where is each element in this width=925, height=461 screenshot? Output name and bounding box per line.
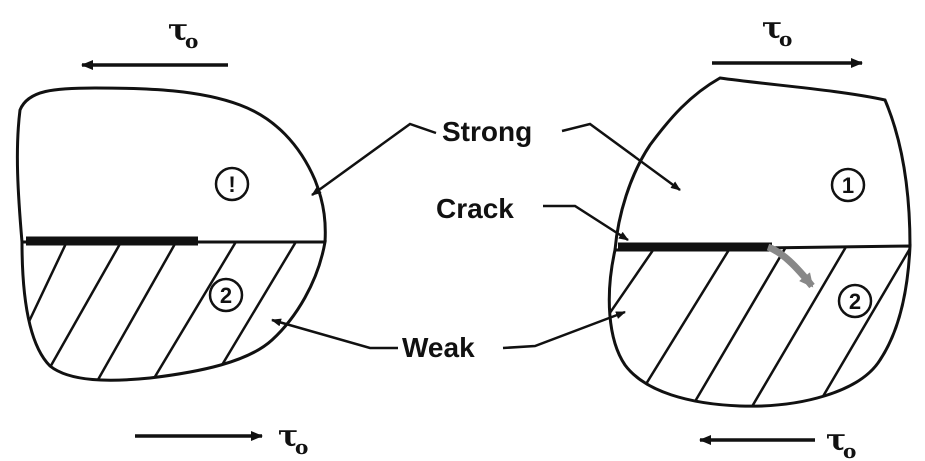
svg-text:!: ! (228, 172, 235, 197)
tau-symbol: τ (762, 11, 782, 46)
crack-deflection-arrow (766, 243, 815, 289)
label-weak: Weak (271, 310, 626, 363)
right-specimen: 1 2 (607, 76, 912, 408)
right-hatching (609, 246, 910, 407)
right-material-2-marker: 2 (837, 283, 873, 319)
tau-subscript: o (185, 29, 198, 53)
label-strong: Strong (311, 116, 681, 197)
tau-subscript: o (843, 439, 856, 461)
label-crack: Crack (436, 193, 629, 242)
shear-bottom-left: τ o (135, 419, 308, 459)
tau-subscript: o (779, 27, 792, 51)
weak-leader-right (502, 310, 626, 350)
strong-leader-left (311, 122, 437, 197)
tau-symbol: τ (168, 13, 188, 48)
left-strong-region (15, 86, 327, 243)
svg-text:1: 1 (842, 173, 854, 198)
svg-text:Strong: Strong (442, 116, 532, 147)
left-material-2-marker: 2 (208, 277, 244, 313)
tau-subscript: o (295, 435, 308, 459)
strong-leader-right (561, 122, 681, 192)
right-strong-region (613, 76, 912, 251)
shear-top-left: τ o (81, 13, 228, 70)
tau-symbol: τ (278, 419, 298, 454)
left-specimen: ! 2 (15, 86, 327, 382)
tau-symbol: τ (826, 423, 846, 458)
svg-text:2: 2 (849, 289, 861, 314)
weak-leader-left (271, 318, 398, 350)
left-material-1-marker: ! (214, 166, 250, 202)
right-weak-region (607, 244, 912, 408)
svg-text:2: 2 (220, 283, 232, 308)
svg-text:Crack: Crack (436, 193, 514, 224)
crack-leader (543, 204, 629, 242)
svg-text:Weak: Weak (402, 332, 475, 363)
right-material-1-marker: 1 (830, 167, 866, 203)
left-weak-region (20, 240, 327, 382)
shear-bottom-right: τ o (699, 423, 856, 461)
shear-top-right: τ o (712, 11, 863, 68)
